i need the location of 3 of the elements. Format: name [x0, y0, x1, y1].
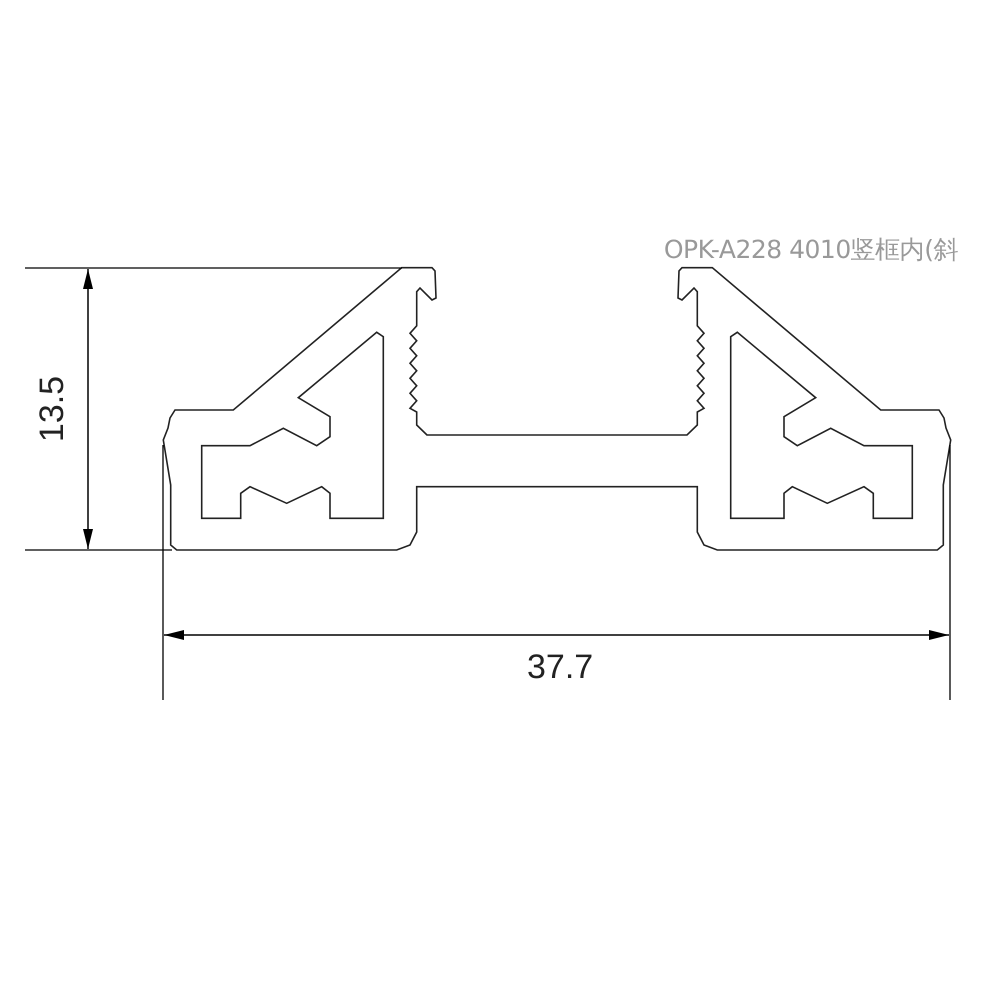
dimension-value: 37.7: [527, 650, 594, 684]
title: OPK-A228 4010竖框内(斜: [664, 237, 958, 262]
dimension-value: 13.5: [35, 376, 70, 442]
